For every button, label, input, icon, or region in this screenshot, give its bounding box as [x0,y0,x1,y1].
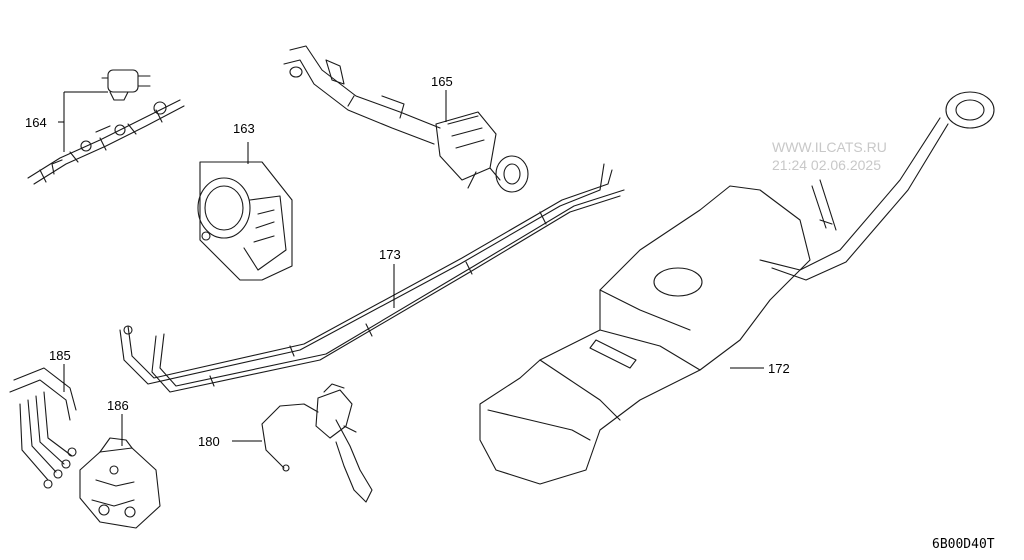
leader-164 [58,91,108,152]
part-number-180[interactable]: 180 [198,434,220,449]
part-163-drawing[interactable] [197,161,293,281]
part-173-drawing[interactable] [119,163,625,393]
watermark-site: WWW.ILCATS.RU [772,139,887,155]
part-number-163[interactable]: 163 [233,121,255,136]
part-172-drawing[interactable] [479,91,995,485]
part-number-165[interactable]: 165 [431,74,453,89]
part-number-186[interactable]: 186 [107,398,129,413]
part-164-drawing[interactable] [27,69,185,185]
part-number-172[interactable]: 172 [768,361,790,376]
part-185-drawing[interactable] [9,367,77,489]
part-186-drawing[interactable] [79,437,161,529]
part-180-drawing[interactable] [261,383,373,503]
part-number-164[interactable]: 164 [25,115,47,130]
part-number-185[interactable]: 185 [49,348,71,363]
part-number-173[interactable]: 173 [379,247,401,262]
part-165-drawing[interactable] [283,45,529,193]
drawing-code: 6B00D40T [932,537,995,552]
watermark-timestamp: 21:24 02.06.2025 [772,157,881,173]
